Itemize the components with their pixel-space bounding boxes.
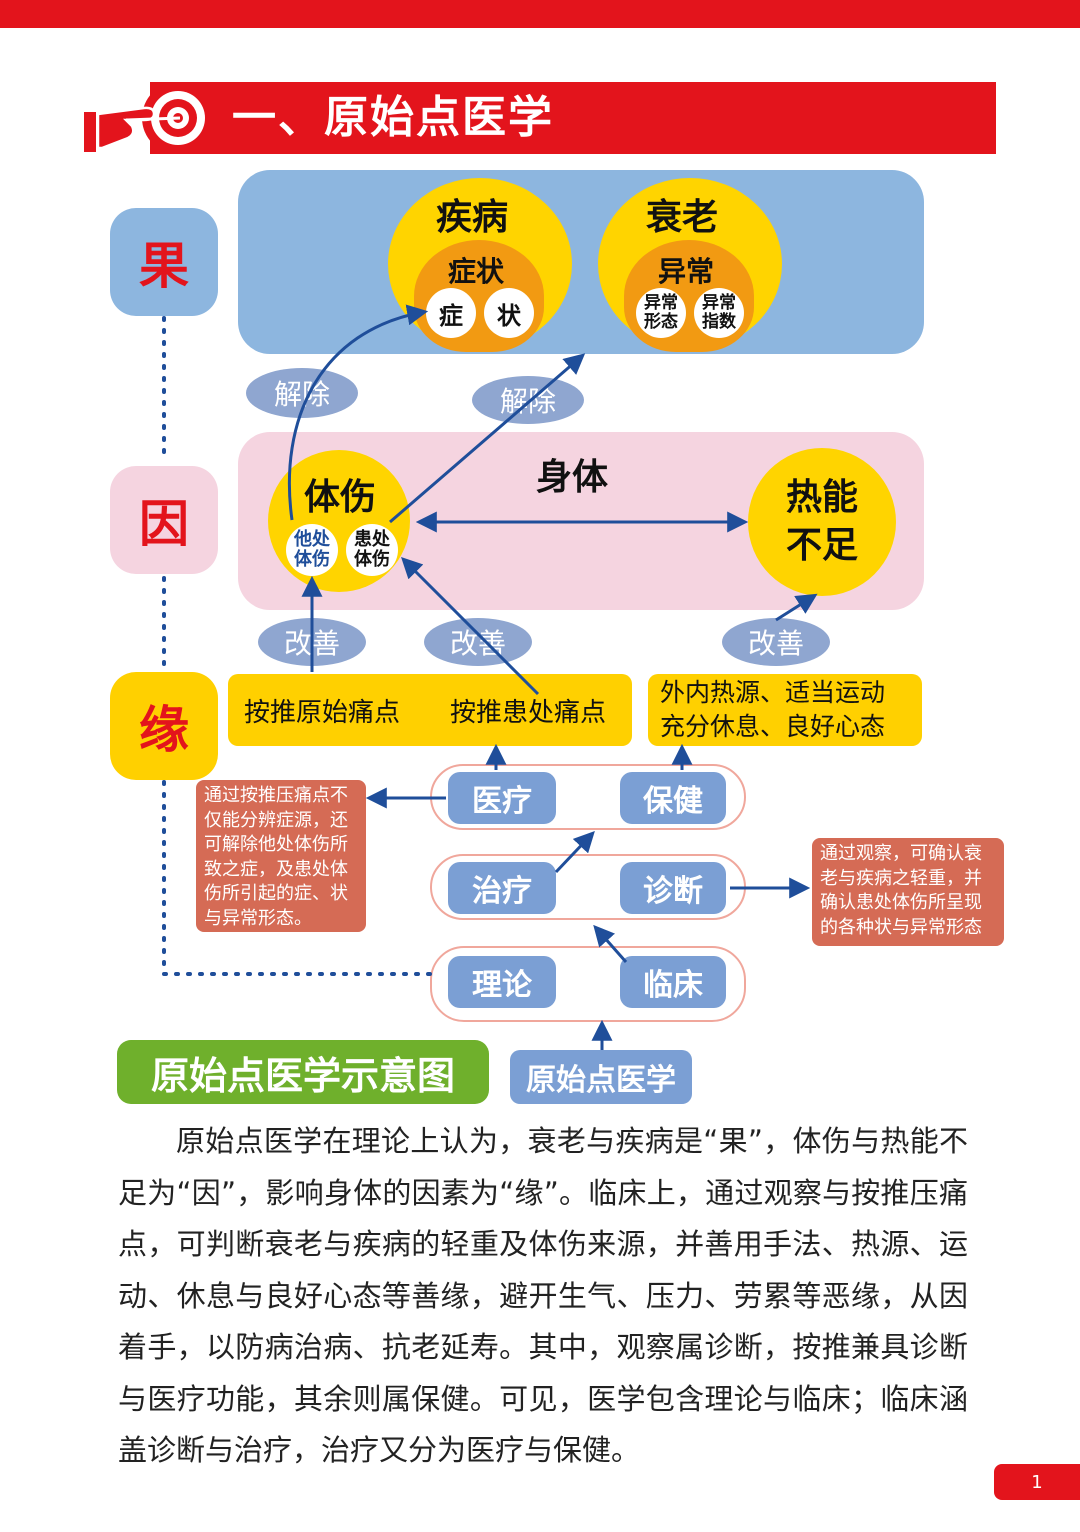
remove-label-left: 解除 — [246, 368, 358, 418]
heat-deficit-line1: 热能 — [785, 477, 858, 518]
health-button[interactable]: 保健 — [620, 772, 726, 824]
body-title: 身体 — [536, 457, 609, 498]
abnormal-label: 异常 — [658, 255, 715, 288]
diagram-title: 原始点医学示意图 — [117, 1040, 489, 1104]
local-injury-line2: 体伤 — [354, 549, 390, 570]
lifestyle-bar: 外内热源、适当运动 充分休息、良好心态 — [648, 674, 922, 746]
symptom-small-zhuang: 状 — [484, 288, 534, 338]
abnormal-form-circle: 异常 形态 — [636, 288, 686, 338]
abnormal-form-line1: 异常 — [644, 293, 678, 313]
clinical-button[interactable]: 临床 — [620, 956, 726, 1008]
abnormal-index-line1: 异常 — [702, 293, 736, 313]
heat-deficit-line2: 不足 — [785, 525, 858, 566]
side-label-guo: 果 — [110, 208, 218, 316]
abnormal-index-circle: 异常 指数 — [694, 288, 744, 338]
note-observation: 通过观察，可确认衰老与疾病之轻重，并确认患处体伤所呈现的各种状与异常形态 — [812, 838, 1004, 946]
diagnosis-button[interactable]: 诊断 — [620, 862, 726, 914]
injury-title: 体伤 — [304, 477, 377, 518]
improve-label-middle: 改善 — [424, 618, 532, 666]
treatment-button[interactable]: 治疗 — [448, 862, 556, 914]
symptom-small-zheng: 症 — [426, 288, 476, 338]
result-panel — [238, 170, 924, 354]
other-injury-line2: 体伤 — [294, 549, 330, 570]
explanation-text: 原始点医学在理论上认为，衰老与疾病是“果”，体伤与热能不足为“因”，影响身体的因… — [118, 1124, 968, 1467]
root-medicine-button[interactable]: 原始点医学 — [510, 1050, 692, 1104]
header-band — [150, 82, 996, 154]
improve-label-left: 改善 — [258, 618, 366, 666]
abnormal-form-line2: 形态 — [644, 312, 678, 332]
heat-deficit-circle: 热能 不足 — [748, 448, 896, 596]
side-label-yuan: 缘 — [110, 672, 218, 780]
page-title: 一、原始点医学 — [232, 92, 554, 143]
press-local-point: 按推患处痛点 — [450, 698, 607, 728]
lifestyle-line2: 充分休息、良好心态 — [660, 712, 886, 741]
lifestyle-line1: 外内热源、适当运动 — [660, 678, 886, 707]
top-red-bar — [0, 0, 1080, 28]
aging-title: 衰老 — [646, 197, 719, 238]
local-injury-line1: 患处 — [354, 529, 390, 550]
remove-label-right: 解除 — [472, 376, 584, 424]
side-label-yin: 因 — [110, 466, 218, 574]
explanation-paragraph: 原始点医学在理论上认为，衰老与疾病是“果”，体伤与热能不足为“因”，影响身体的因… — [118, 1116, 968, 1477]
other-injury-line1: 他处 — [294, 529, 330, 550]
note-pressing: 通过按推压痛点不仅能分辨症源，还可解除他处体伤所致之症，及患处体伤所引起的症、状… — [196, 780, 366, 932]
press-points-bar: 按推原始痛点 按推患处痛点 — [228, 674, 632, 746]
page-number: 1 — [994, 1464, 1080, 1500]
symptom-label: 症状 — [448, 255, 505, 288]
disease-title: 疾病 — [436, 197, 509, 238]
local-injury-circle: 患处 体伤 — [346, 524, 398, 576]
other-injury-circle: 他处 体伤 — [286, 524, 338, 576]
abnormal-index-line2: 指数 — [702, 312, 736, 332]
pointing-hand-target-icon — [84, 82, 214, 154]
medical-button[interactable]: 医疗 — [448, 772, 556, 824]
improve-label-right: 改善 — [722, 618, 830, 666]
press-origin-point: 按推原始痛点 — [244, 698, 401, 728]
theory-button[interactable]: 理论 — [448, 956, 556, 1008]
